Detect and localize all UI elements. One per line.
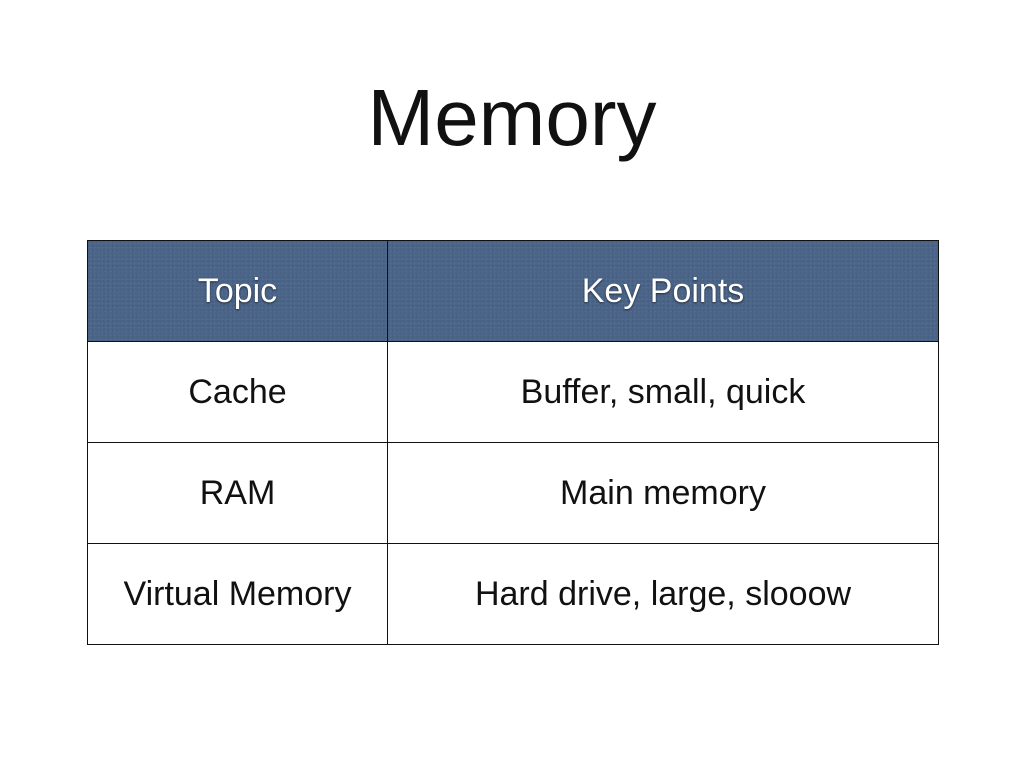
table-row: Cache Buffer, small, quick (87, 341, 939, 443)
topic-cell: Cache (87, 341, 388, 443)
header-key-points: Key Points (387, 240, 939, 342)
key-points-cell: Main memory (387, 442, 939, 544)
key-points-cell: Hard drive, large, slooow (387, 543, 939, 645)
key-points-cell: Buffer, small, quick (387, 341, 939, 443)
topic-cell: RAM (87, 442, 388, 544)
topic-cell: Virtual Memory (87, 543, 388, 645)
header-topic: Topic (87, 240, 388, 342)
memory-table: Topic Key Points Cache Buffer, small, qu… (87, 240, 939, 645)
table-header-row: Topic Key Points (87, 240, 939, 342)
slide-title: Memory (367, 73, 657, 162)
table-row: RAM Main memory (87, 442, 939, 544)
table-row: Virtual Memory Hard drive, large, slooow (87, 543, 939, 645)
